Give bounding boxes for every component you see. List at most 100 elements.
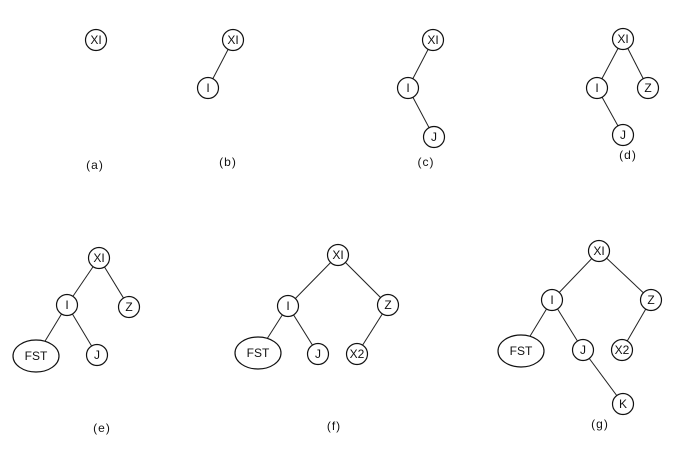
node-label: Z: [647, 293, 654, 307]
node-label: XI: [93, 251, 104, 265]
node-ellipse: [497, 334, 545, 368]
node-label: FST: [247, 346, 270, 360]
node-circle: [585, 76, 609, 100]
node-label: X2: [615, 343, 630, 357]
node-label: J: [431, 130, 437, 144]
tree-g: XI I Z FST J X2K (g): [497, 239, 663, 431]
subfigure-caption: (g): [591, 417, 609, 431]
node-circle: [85, 343, 109, 367]
tree-node: I: [540, 288, 564, 312]
node-circle: [221, 28, 245, 52]
node-circle: [422, 125, 446, 149]
node-circle: [610, 338, 634, 362]
tree-node: XI: [221, 28, 245, 52]
node-circle: [611, 392, 635, 416]
tree-node: XI: [587, 239, 611, 263]
subfigure-caption: (f): [327, 419, 341, 433]
tree-node: X2: [345, 342, 369, 366]
tree-node: Z: [639, 288, 663, 312]
tree-node: I: [585, 76, 609, 100]
tree-node: K: [611, 392, 635, 416]
node-circle: [611, 123, 635, 147]
tree-f: XI I Z FST J X2 (f): [234, 243, 400, 433]
node-circle: [571, 338, 595, 362]
tree-edge: [582, 349, 624, 405]
tree-b: XI I (b): [196, 28, 245, 169]
node-circle: [396, 76, 420, 100]
node-label: XI: [427, 33, 438, 47]
node-label: XI: [227, 33, 238, 47]
tree-a: XI (a): [84, 28, 108, 172]
node-circle: [84, 28, 108, 52]
node-circle: [55, 293, 79, 317]
node-label: I: [65, 298, 68, 312]
node-circle: [196, 76, 220, 100]
node-circle: [87, 246, 111, 270]
subfigure-caption: (c): [418, 155, 435, 169]
node-circle: [306, 342, 330, 366]
node-label: XI: [617, 32, 628, 46]
node-circle: [636, 76, 660, 100]
node-label: J: [620, 128, 626, 142]
tree-node: I: [55, 293, 79, 317]
node-circle: [276, 294, 300, 318]
tree-node: J: [306, 342, 330, 366]
tree-node: XI: [421, 28, 445, 52]
tree-node: J: [611, 123, 635, 147]
node-label: FST: [25, 349, 48, 363]
tree-e: XI I Z FST J (e): [12, 246, 141, 435]
node-circle: [421, 28, 445, 52]
node-label: J: [94, 348, 100, 362]
tree-node: I: [276, 294, 300, 318]
node-label: I: [206, 81, 209, 95]
node-label: Z: [644, 81, 651, 95]
node-circle: [117, 295, 141, 319]
node-circle: [326, 243, 350, 267]
node-circle: [345, 342, 369, 366]
tree-node: FST: [12, 339, 60, 373]
tree-node: J: [571, 338, 595, 362]
tree-edge: [287, 254, 339, 307]
node-label: XI: [593, 244, 604, 258]
tree-node: Z: [636, 76, 660, 100]
tree-node: XI: [87, 246, 111, 270]
tree-node: J: [422, 125, 446, 149]
node-label: Z: [125, 300, 132, 314]
node-circle: [376, 293, 400, 317]
tree-edge: [337, 254, 389, 306]
node-label: FST: [510, 344, 533, 358]
tree-edge: [551, 250, 600, 301]
node-circle: [540, 288, 564, 312]
tree-node: I: [396, 76, 420, 100]
node-label: I: [406, 81, 409, 95]
node-circle: [611, 27, 635, 51]
tree-node: J: [85, 343, 109, 367]
node-ellipse: [12, 339, 60, 373]
node-circle: [639, 288, 663, 312]
node-label: XI: [90, 33, 101, 47]
node-label: XI: [332, 248, 343, 262]
node-label: I: [595, 81, 598, 95]
tree-node: XI: [611, 27, 635, 51]
subfigure-caption: (b): [219, 155, 237, 169]
tree-node: FST: [497, 334, 545, 368]
node-label: Z: [384, 298, 391, 312]
node-label: J: [315, 347, 321, 361]
tree-node: FST: [234, 336, 282, 370]
tree-c: XI I J (c): [396, 28, 446, 169]
tree-node: I: [196, 76, 220, 100]
node-label: J: [580, 343, 586, 357]
subfigure-caption: (d): [619, 148, 637, 162]
subfigure-caption: (a): [86, 158, 104, 172]
node-label: K: [619, 397, 627, 411]
node-ellipse: [234, 336, 282, 370]
tree-node: Z: [376, 293, 400, 317]
node-label: X2: [350, 347, 365, 361]
tree-node: X2: [610, 338, 634, 362]
node-circle: [587, 239, 611, 263]
tree-node: XI: [84, 28, 108, 52]
tree-edge: [598, 250, 652, 301]
subfigure-caption: (e): [93, 421, 111, 435]
